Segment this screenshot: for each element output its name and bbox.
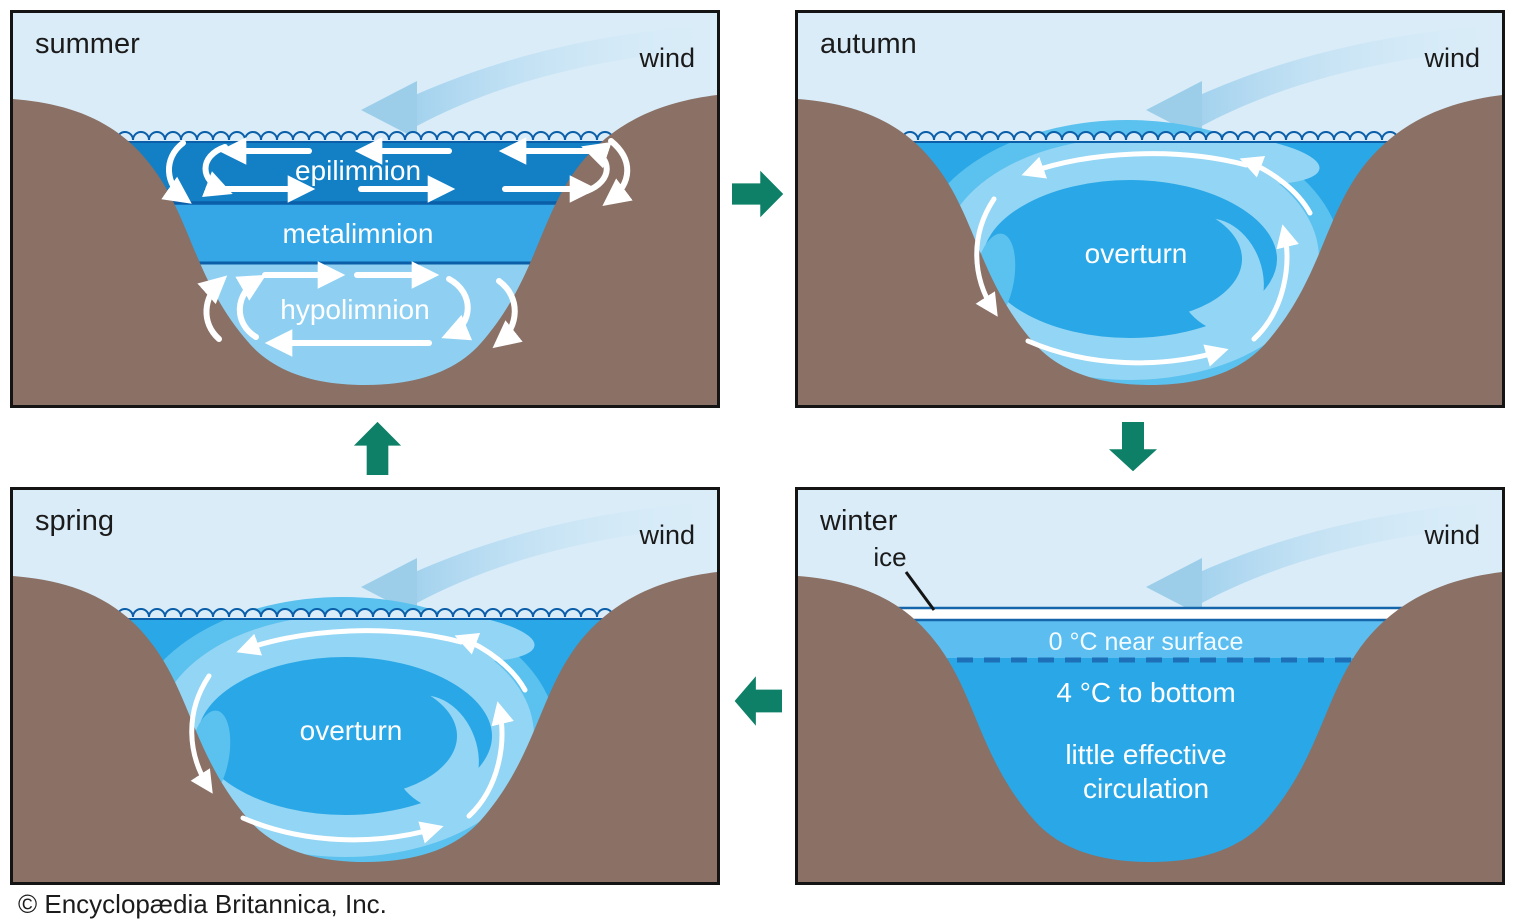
overturn-circulation-arrows (189, 628, 528, 844)
arrow-down-icon (1109, 422, 1157, 472)
autumn-diagram: autumn wind overturn (798, 13, 1502, 405)
wind-label: wind (1423, 520, 1480, 550)
circulation-note-line2: circulation (1083, 773, 1209, 804)
summer-diagram: summer wind epilimnion metalimnion hypol… (13, 13, 717, 405)
wave-surface (68, 608, 662, 620)
summer-title: summer (35, 28, 140, 60)
arrow-left-icon (734, 676, 782, 726)
cycle-arrow-spring-to-summer (348, 420, 407, 475)
metalimnion-label: metalimnion (283, 218, 434, 249)
wind-label: wind (1423, 43, 1480, 73)
copyright-credit: © Encyclopædia Britannica, Inc. (18, 889, 387, 919)
cycle-arrow-autumn-to-winter (1103, 422, 1163, 473)
overturn-label: overturn (1085, 238, 1188, 269)
wind-label: wind (638, 520, 695, 550)
circulation-note-line1: little effective (1065, 739, 1226, 770)
overturn-circulation-arrows (974, 151, 1313, 367)
epilimnion-label: epilimnion (295, 155, 421, 186)
ice-leader-line (904, 571, 936, 611)
overturn-label: overturn (300, 715, 403, 746)
wave-surface (853, 131, 1447, 143)
epilimnion-circulation-arrows (161, 137, 633, 206)
panel-winter: winter wind ice 0 °C near surface 4 °C t… (795, 487, 1505, 885)
wave-surface (68, 131, 662, 143)
panel-autumn: autumn wind overturn (795, 10, 1505, 408)
cycle-arrow-summer-to-autumn (732, 165, 785, 223)
spring-title: spring (35, 505, 114, 537)
arrow-up-icon (353, 421, 402, 475)
bottom-temp-label: 4 °C to bottom (1056, 677, 1235, 708)
near-surface-temp-label: 0 °C near surface (1049, 628, 1244, 656)
arrow-right-icon (732, 170, 784, 218)
panel-summer: summer wind epilimnion metalimnion hypol… (10, 10, 720, 408)
hypolimnion-label: hypolimnion (280, 294, 429, 325)
winter-diagram: winter wind ice 0 °C near surface 4 °C t… (798, 490, 1502, 882)
hypolimnion-circulation-arrows (197, 261, 523, 357)
spring-diagram: spring wind overturn (13, 490, 717, 882)
panel-spring: spring wind overturn (10, 487, 720, 885)
ice-label: ice (873, 542, 906, 572)
winter-title: winter (819, 505, 898, 537)
near-surface-water (848, 620, 1452, 658)
ice-layer (848, 608, 1452, 620)
wind-label: wind (638, 43, 695, 73)
autumn-title: autumn (820, 28, 917, 60)
cycle-arrow-winter-to-spring (733, 670, 782, 732)
